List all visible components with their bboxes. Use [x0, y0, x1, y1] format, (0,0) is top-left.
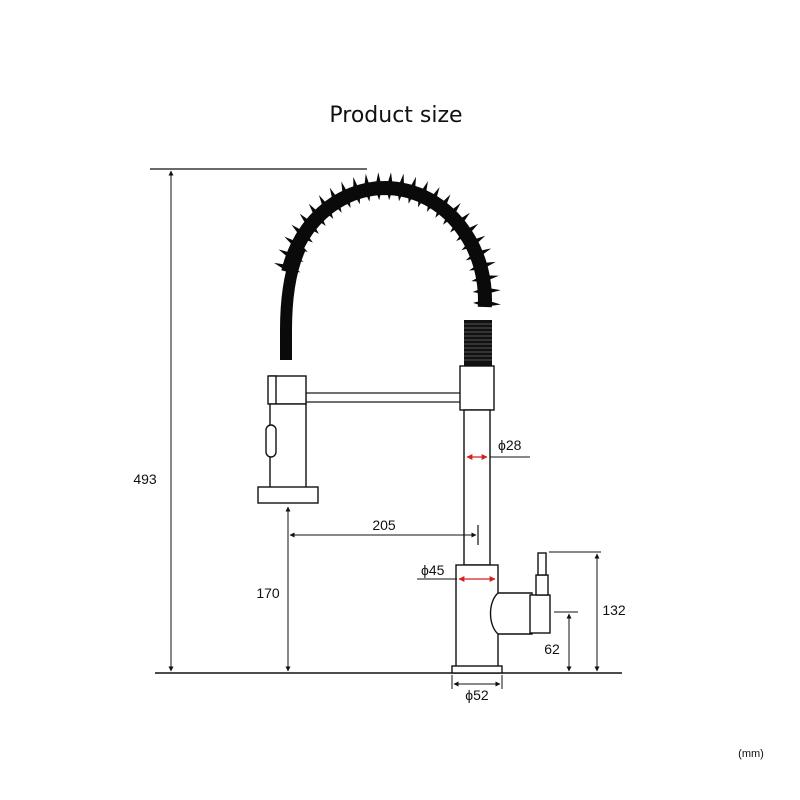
spout-reach-label: 205 — [372, 517, 396, 533]
spring-coil-turn — [341, 181, 351, 208]
handle-height-label: 132 — [602, 602, 626, 618]
spring-coil-turn — [299, 213, 319, 234]
sprayer-clearance-dimension: 170 — [256, 506, 291, 672]
spring-coil-turn — [473, 299, 501, 307]
sprayer-clearance-label: 170 — [256, 585, 280, 601]
spring-coil-turn — [308, 203, 326, 226]
spring-coil-turn — [450, 212, 470, 233]
spring-hose-core — [281, 180, 493, 308]
handle — [489, 552, 551, 635]
spring-coil-turn — [418, 181, 428, 208]
base-diameter-dimension: ϕ52 — [451, 675, 503, 703]
spring-coil-turn — [291, 224, 313, 243]
total-height-label: 493 — [133, 471, 157, 487]
spring-coil-turn — [461, 235, 486, 251]
base-diameter-label: ϕ52 — [465, 687, 489, 703]
handle-offset-label: 62 — [544, 641, 560, 657]
spring-coil-turn — [435, 194, 451, 218]
spring-coil-turn — [386, 172, 394, 201]
spring-coil-turn — [353, 176, 361, 205]
spring-coil-turn — [443, 203, 461, 225]
spring-coil-turn — [397, 173, 405, 202]
base-body-diameter-dimension: ϕ45 — [417, 562, 496, 582]
spring-coil-turn — [456, 223, 479, 242]
unit-note: (mm) — [738, 748, 764, 760]
spring-coil-turn — [284, 236, 308, 252]
sprayer-head — [257, 375, 319, 504]
spring-coil-turn — [465, 248, 492, 261]
body-column — [463, 409, 491, 566]
spout-arm — [305, 392, 463, 403]
spring-hose — [274, 172, 501, 308]
handle-offset-dimension: 62 — [544, 611, 578, 672]
body-diameter-label: ϕ28 — [498, 437, 522, 453]
body-head — [459, 365, 495, 411]
spring-coil-turn — [472, 287, 501, 295]
spring-coil-turn — [364, 173, 371, 202]
spring-coil-turn — [375, 172, 382, 201]
spring-coil-turn — [318, 195, 334, 219]
spring-base-collar — [464, 320, 492, 366]
total-height-dimension: 493 — [133, 170, 174, 672]
spout-reach-dimension: 205 — [289, 517, 479, 545]
handle-height-dimension: 132 — [549, 551, 626, 672]
spring-coil-turn — [469, 261, 496, 271]
base-body-diameter-label: ϕ45 — [421, 562, 445, 578]
spring-coil-turn — [426, 187, 440, 212]
hose-lower — [280, 245, 306, 360]
base-flange — [451, 665, 503, 674]
spring-coil-turn — [329, 187, 342, 213]
body-diameter-dimension: ϕ28 — [466, 437, 530, 460]
page-title: Product size — [329, 103, 462, 128]
spring-coil-turn — [408, 176, 416, 204]
spring-coil-turn — [471, 275, 499, 282]
